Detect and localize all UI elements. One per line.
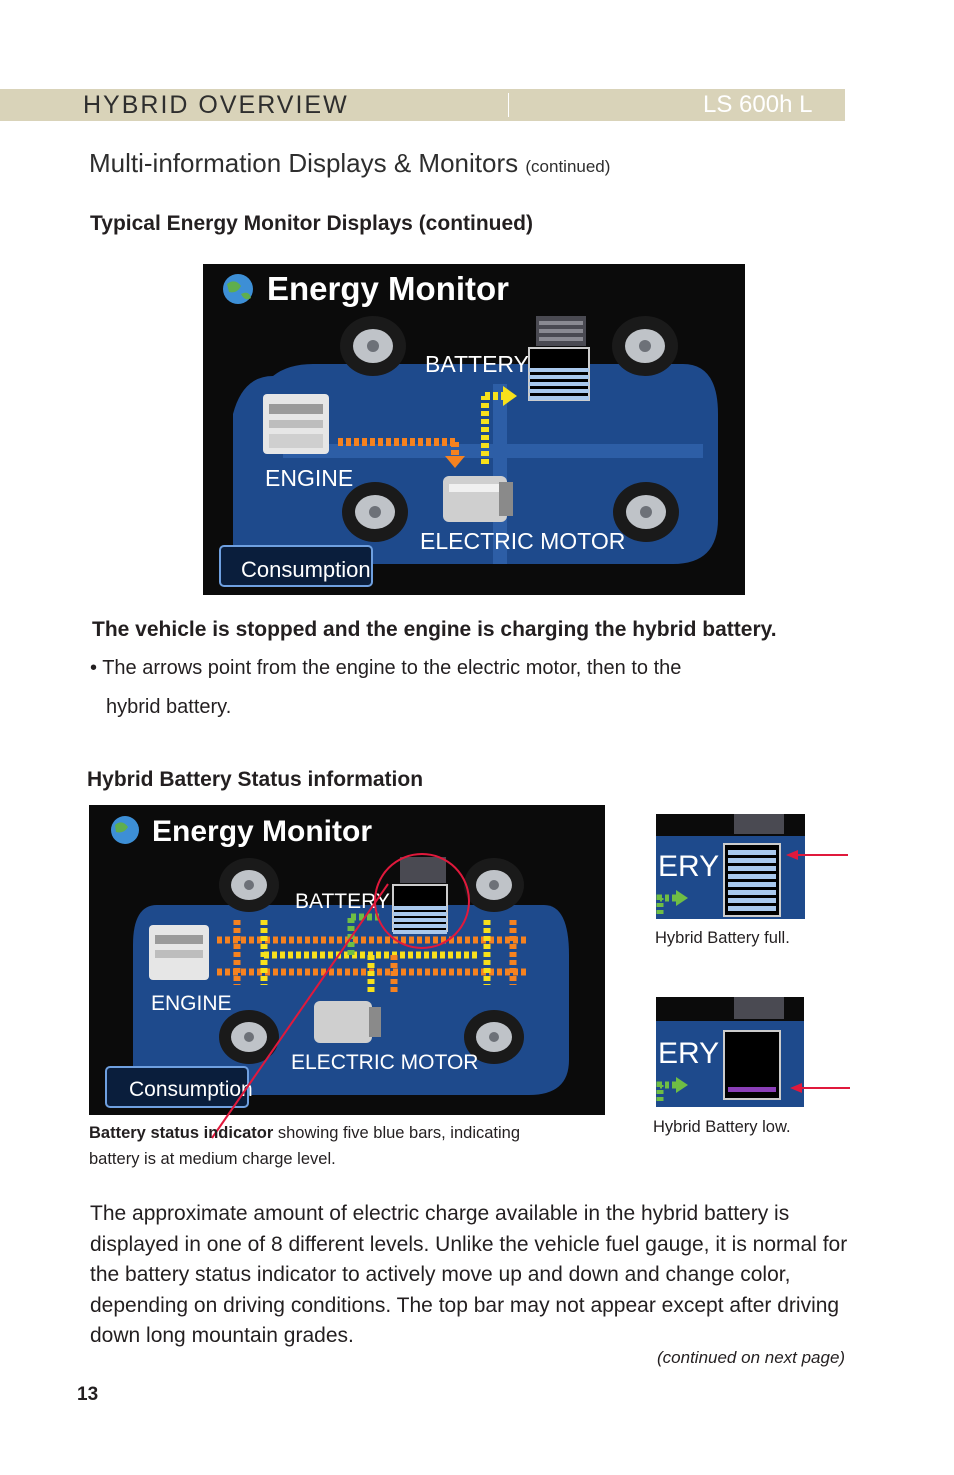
power-flow-arrows [217, 913, 529, 995]
engine-label: ENGINE [265, 465, 353, 491]
page-number: 13 [77, 1384, 99, 1405]
consumption-button-label: Consumption [129, 1078, 253, 1101]
battery-low-thumbnail: ERY [656, 997, 804, 1107]
paragraph-line: the battery status indicator to actively… [90, 1263, 791, 1286]
wheel-rear-left-icon [342, 482, 408, 542]
energy-monitor-screen-2: Energy Monitor ENGINE ELECTRIC MOTOR BAT… [89, 805, 605, 1115]
battery-label-fragment: ERY [658, 1037, 719, 1070]
wheel-front-right-icon [464, 858, 524, 912]
wheel-rear-right-icon [464, 1010, 524, 1064]
bullet-line-2: hybrid battery. [106, 696, 232, 718]
globe-icon [223, 274, 253, 304]
engine-to-motor-arrow [338, 438, 465, 468]
paragraph-line: displayed in one of 8 different levels. … [90, 1232, 848, 1256]
energy-monitor-diagram-2: Energy Monitor ENGINE ELECTRIC MOTOR BAT… [105, 815, 569, 1108]
header-divider [508, 93, 509, 117]
continued-note: (continued on next page) [657, 1348, 846, 1367]
engine-icon [263, 394, 329, 454]
battery-low-caption: Hybrid Battery low. [653, 1118, 791, 1136]
wheel-front-right-icon [612, 316, 678, 376]
indicator-caption-bold: Battery status indicator [89, 1124, 274, 1142]
battery-low-bar [728, 1087, 776, 1092]
subheading-battery-status: Hybrid Battery Status information [87, 768, 424, 791]
wheel-front-left-icon [340, 316, 406, 376]
header-model-name: LS 600h L [703, 91, 813, 118]
indicator-caption-line2: battery is at medium charge level. [89, 1150, 336, 1168]
battery-label-fragment: ERY [658, 850, 719, 883]
battery-full-arrow [786, 850, 848, 860]
battery-callout-circle [374, 853, 470, 949]
consumption-button[interactable]: Consumption [219, 545, 373, 587]
consumption-button-label: Consumption [241, 557, 371, 582]
header-section-title: HYBRID OVERVIEW [83, 91, 349, 119]
page-title: Multi-information Displays & Monitors (c… [89, 147, 610, 183]
bullet-line-1: • The arrows point from the engine to th… [90, 657, 682, 679]
statement-heading: The vehicle is stopped and the engine is… [92, 618, 777, 641]
paragraph-line: depending on driving conditions. The top… [90, 1293, 840, 1317]
battery-full-thumbnail: ERY [656, 814, 805, 919]
wheel-rear-left-icon [219, 1010, 279, 1064]
subheading-typical-displays: Typical Energy Monitor Displays (continu… [90, 212, 533, 235]
electric-motor-label: ELECTRIC MOTOR [291, 1051, 478, 1074]
consumption-button[interactable]: Consumption [105, 1066, 253, 1108]
battery-callout-line [211, 883, 389, 1139]
screen-title: Energy Monitor [152, 815, 372, 848]
battery-full-caption: Hybrid Battery full. [655, 929, 790, 947]
screen-title: Energy Monitor [267, 270, 509, 307]
energy-monitor-screen-1: Energy Monitor ENGINE ELECTRIC MOTOR [203, 264, 745, 595]
paragraph-line: down long mountain grades. [90, 1324, 354, 1347]
page-title-main: Multi-information Displays & Monitors [89, 148, 519, 178]
battery-full-bars [728, 850, 776, 911]
wheel-rear-right-icon [613, 482, 679, 542]
motor-to-battery-arrow [481, 386, 517, 464]
electric-motor-icon [314, 1001, 381, 1043]
engine-label: ENGINE [151, 992, 232, 1015]
indicator-caption-rest: showing five blue bars, indicating [273, 1124, 521, 1142]
header-band [0, 89, 845, 121]
globe-icon [111, 816, 139, 844]
battery-icon [528, 316, 590, 401]
paragraph-line: The approximate amount of electric charg… [90, 1202, 790, 1225]
page-title-suffix: (continued) [525, 157, 611, 176]
engine-icon [149, 925, 209, 980]
indicator-caption: Battery status indicator showing five bl… [89, 1120, 609, 1172]
electric-motor-icon [443, 476, 513, 522]
battery-low-arrow [790, 1083, 850, 1093]
electric-motor-label: ELECTRIC MOTOR [420, 528, 625, 554]
battery-label: BATTERY [295, 890, 390, 913]
charge-explanation-paragraph: The approximate amount of electric charg… [90, 1199, 870, 1352]
energy-monitor-diagram-1: Energy Monitor ENGINE ELECTRIC MOTOR [219, 270, 718, 587]
battery-icon [392, 857, 448, 934]
wheel-front-left-icon [219, 858, 279, 912]
battery-label: BATTERY [425, 351, 529, 377]
